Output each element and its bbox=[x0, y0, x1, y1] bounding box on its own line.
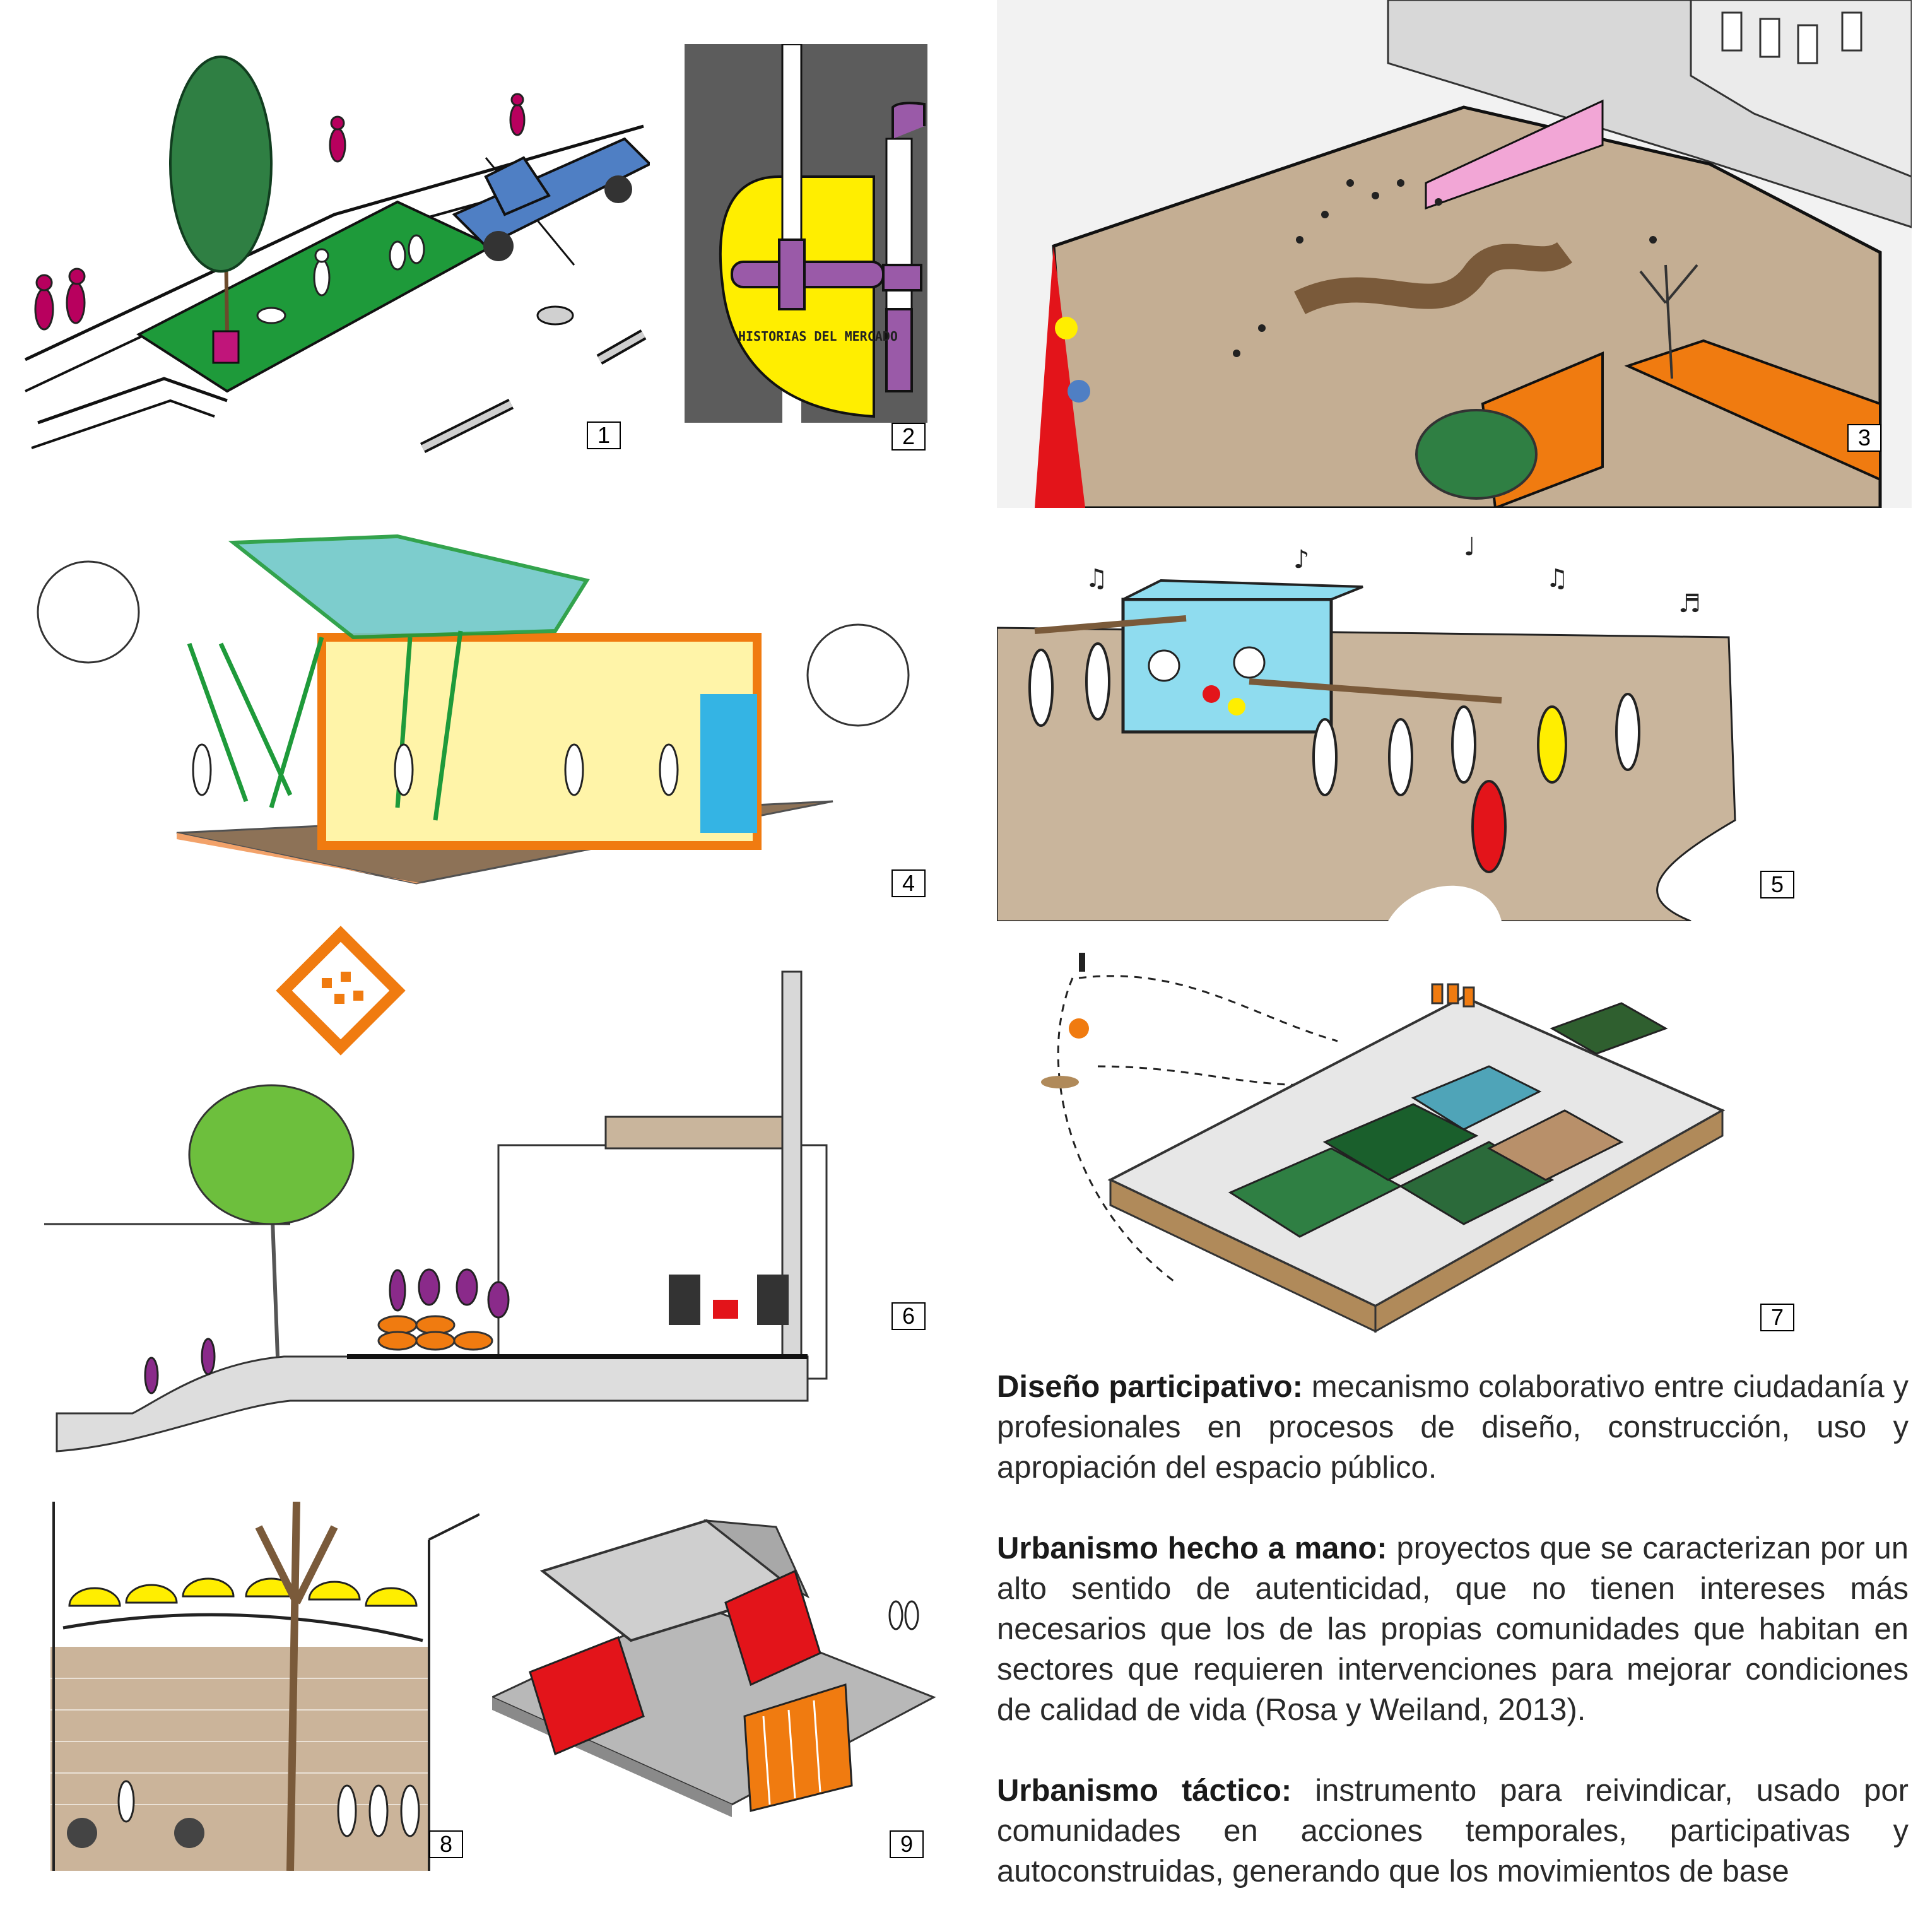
figure-number: 9 bbox=[890, 1830, 924, 1858]
definition-term: Diseño participativo: bbox=[997, 1370, 1303, 1404]
sketch-9-shelter: 9 bbox=[492, 1508, 953, 1861]
sketch-4-pavilion: 4 bbox=[19, 530, 953, 909]
tree-icon bbox=[188, 1084, 355, 1357]
svg-text:♫: ♫ bbox=[1085, 564, 1108, 593]
figure-number: 1 bbox=[587, 421, 621, 449]
tree-icon bbox=[1415, 264, 1698, 500]
figure-number: 2 bbox=[891, 423, 926, 451]
definitions-text: Diseño participativo: mecanismo colabora… bbox=[997, 1367, 1909, 1932]
tree-icon bbox=[169, 56, 273, 364]
sketch-2-label: HISTORIAS DEL MERCADO bbox=[738, 329, 898, 344]
definition-paragraph: Diseño participativo: mecanismo colabora… bbox=[997, 1367, 1909, 1488]
svg-text:♫: ♫ bbox=[1546, 564, 1568, 593]
definition-term: Urbanismo táctico: bbox=[997, 1774, 1292, 1808]
figure-number: 3 bbox=[1847, 424, 1881, 452]
pickup-truck-icon bbox=[452, 137, 650, 261]
sketch-2-market-map: HISTORIAS DEL MERCADO 2 bbox=[685, 44, 953, 480]
definition-body: mecanismo colaborativo entre ciudadanía … bbox=[997, 1370, 1909, 1485]
sketch-6-section: 6 bbox=[19, 921, 953, 1470]
sketch-1-parklet: 1 bbox=[19, 6, 650, 473]
definition-paragraph: Urbanismo hecho a mano: proyectos que se… bbox=[997, 1528, 1909, 1730]
sketch-5-procession: ♫ ♪ ♩ ♫ ♬ 5 bbox=[997, 517, 1912, 921]
figure-number: 8 bbox=[429, 1830, 463, 1858]
figure-number: 7 bbox=[1760, 1304, 1794, 1331]
definition-body: proyectos que se caracterizan por un alt… bbox=[997, 1531, 1909, 1727]
figure-number: 5 bbox=[1760, 871, 1794, 898]
tree-icon bbox=[255, 1502, 338, 1871]
definition-paragraph: Urbanismo táctico: instrumento para reiv… bbox=[997, 1770, 1909, 1892]
sketch-7-community-gardens: 7 bbox=[997, 940, 1912, 1344]
definition-term: Urbanismo hecho a mano: bbox=[997, 1531, 1387, 1565]
figure-number: 6 bbox=[891, 1302, 926, 1330]
figure-number: 4 bbox=[891, 869, 926, 897]
sketch-8-umbrellas: 8 bbox=[50, 1502, 480, 1871]
svg-text:♬: ♬ bbox=[1678, 589, 1701, 618]
svg-text:♩: ♩ bbox=[1464, 533, 1476, 562]
svg-text:♪: ♪ bbox=[1293, 545, 1310, 574]
sketch-3-courtyard-aerial: 3 bbox=[997, 0, 1912, 508]
music-notes-icon: ♫ ♪ ♩ ♫ ♬ bbox=[1085, 533, 1701, 618]
logo-icon bbox=[276, 926, 406, 1056]
